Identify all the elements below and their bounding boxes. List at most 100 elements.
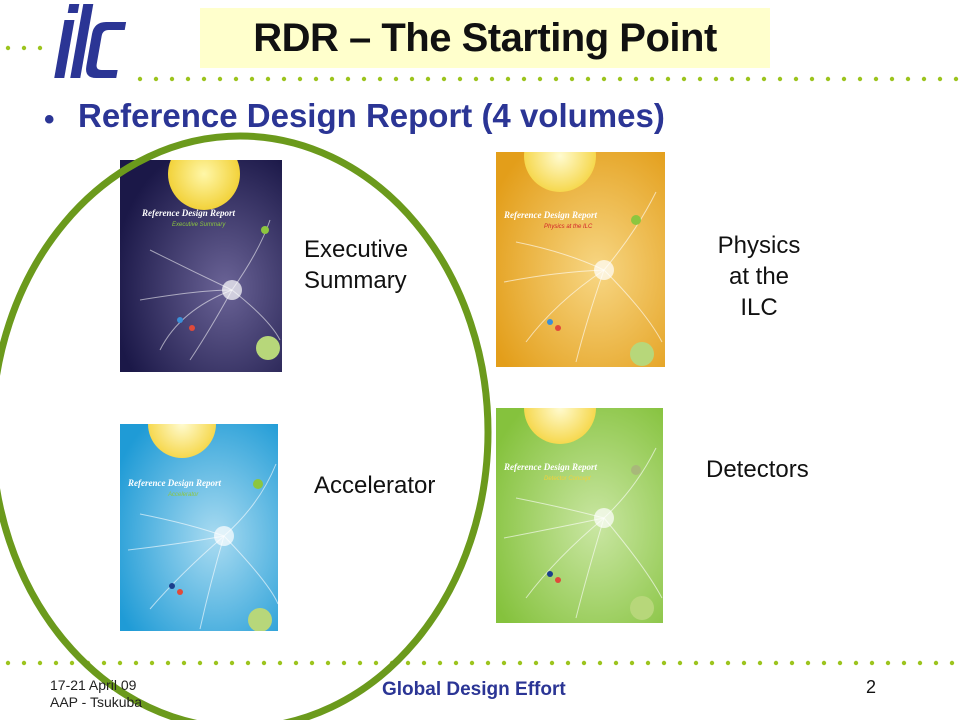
decor-dot — [165, 660, 171, 666]
decor-dot — [229, 660, 235, 666]
decor-dot — [869, 660, 875, 666]
svg-text:Reference Design Report: Reference Design Report — [127, 478, 221, 488]
decor-dot — [293, 660, 299, 666]
decor-dot — [949, 660, 955, 666]
label-physics: Physics at the ILC — [700, 230, 818, 323]
cover-executive-art: Reference Design Report Executive Summar… — [120, 160, 282, 372]
decor-dot — [169, 76, 175, 82]
bullet-text: Reference Design Report (4 volumes) — [78, 97, 665, 134]
decor-dot — [825, 76, 831, 82]
label-line: Executive — [304, 236, 409, 263]
svg-text:Reference Design Report: Reference Design Report — [503, 462, 597, 472]
decor-dot — [117, 660, 123, 666]
decor-dot — [777, 76, 783, 82]
decor-dot — [841, 76, 847, 82]
decor-dot — [745, 76, 751, 82]
decor-dot — [341, 660, 347, 666]
decor-dot — [649, 76, 655, 82]
decor-dot — [681, 76, 687, 82]
decor-dot — [597, 660, 603, 666]
decor-dot — [437, 660, 443, 666]
cover-executive-summary: Reference Design Report Executive Summar… — [120, 160, 282, 372]
decor-dot — [297, 76, 303, 82]
page-number: 2 — [866, 677, 877, 697]
slide-title: RDR – The Starting Point — [253, 15, 717, 60]
decor-dot — [821, 660, 827, 666]
decor-dot — [245, 660, 251, 666]
svg-text:Executive Summary: Executive Summary — [172, 222, 226, 228]
decor-dot — [213, 660, 219, 666]
decor-dot — [281, 76, 287, 82]
decor-dot — [633, 76, 639, 82]
decor-dot — [937, 76, 943, 82]
decor-dot — [729, 76, 735, 82]
cover-physics-art: Reference Design Report Physics at the I… — [496, 152, 665, 367]
decor-dot — [249, 76, 255, 82]
decor-dot — [357, 660, 363, 666]
decor-dot — [373, 660, 379, 666]
decor-dot — [233, 76, 239, 82]
decor-dot — [805, 660, 811, 666]
decor-dot — [613, 660, 619, 666]
decor-dot — [505, 76, 511, 82]
footer-center-text: Global Design Effort — [382, 679, 566, 700]
decor-dot — [741, 660, 747, 666]
decor-dot — [185, 76, 191, 82]
decor-dot — [517, 660, 523, 666]
label-executive-summary: Executive Summary — [304, 234, 408, 296]
decor-dot — [837, 660, 843, 666]
decor-dot — [37, 660, 43, 666]
decor-dot — [549, 660, 555, 666]
footer-date: 17-21 April 09 AAP - Tsukuba — [50, 677, 142, 711]
decor-dot — [601, 76, 607, 82]
footer-date-line: 17-21 April 09 — [50, 677, 137, 693]
label-detectors: Detectors — [706, 456, 809, 483]
decor-dot — [453, 660, 459, 666]
decor-dot — [485, 660, 491, 666]
label-line: Summary — [304, 267, 407, 294]
decor-dot — [85, 660, 91, 666]
decor-dot — [101, 660, 107, 666]
decor-dot — [873, 76, 879, 82]
decor-dot — [905, 76, 911, 82]
decor-dot — [425, 76, 431, 82]
svg-text:Reference Design Report: Reference Design Report — [141, 208, 235, 218]
decor-dot — [853, 660, 859, 666]
decor-dot — [5, 660, 11, 666]
decor-dot — [409, 76, 415, 82]
svg-text:Physics at the ILC: Physics at the ILC — [544, 224, 593, 230]
decor-dot — [217, 76, 223, 82]
decor-dot — [629, 660, 635, 666]
decor-dot — [389, 660, 395, 666]
decor-dot — [889, 76, 895, 82]
decor-dot — [917, 660, 923, 666]
decor-dot — [581, 660, 587, 666]
decor-dot — [405, 660, 411, 666]
decor-dot — [329, 76, 335, 82]
decor-dot — [697, 76, 703, 82]
decor-dot — [665, 76, 671, 82]
decor-dot — [553, 76, 559, 82]
decor-dot — [53, 660, 59, 666]
decor-dot — [421, 660, 427, 666]
decor-dot — [137, 76, 143, 82]
decor-dot — [793, 76, 799, 82]
decor-dot — [441, 76, 447, 82]
decor-dot — [521, 76, 527, 82]
decor-dot — [757, 660, 763, 666]
decor-dot — [773, 660, 779, 666]
decor-dot — [501, 660, 507, 666]
label-line: ILC — [740, 294, 778, 321]
decor-dot — [21, 45, 27, 51]
cover-detectors-art: Reference Design Report Detector Concept — [496, 408, 663, 623]
decor-dot — [473, 76, 479, 82]
decor-dot — [725, 660, 731, 666]
footer-location-line: AAP - Tsukuba — [50, 694, 143, 710]
cover-physics: Reference Design Report Physics at the I… — [496, 152, 665, 367]
cover-accelerator-art: Reference Design Report Accelerator — [120, 424, 278, 631]
bullet-marker: • — [44, 103, 55, 136]
decor-dot — [533, 660, 539, 666]
label-accelerator: Accelerator — [314, 472, 436, 499]
decor-dot — [345, 76, 351, 82]
decor-dot — [565, 660, 571, 666]
